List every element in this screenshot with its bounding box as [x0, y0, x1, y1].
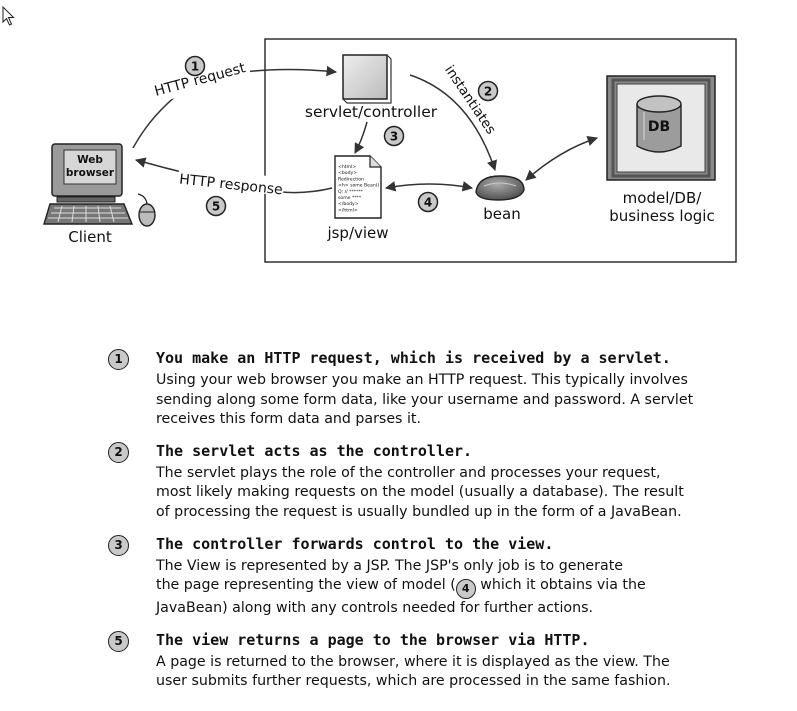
step-3-line-2-before: the page representing the view of model …: [156, 577, 456, 594]
steps-list: 1 You make an HTTP request, which is rec…: [108, 347, 748, 702]
inline-step-4-badge: 4: [455, 579, 476, 600]
step-1-line-1: Using your web browser you make an HTTP …: [156, 372, 688, 388]
step-2-line-3: of processing the request is usually bun…: [156, 503, 682, 520]
step-1-text: Using your web browser you make an HTTP …: [156, 371, 748, 430]
step-3-line-1: The View is represented by a JSP. The JS…: [156, 557, 623, 574]
step-3-number: 3: [108, 534, 129, 556]
step-5-title: The view returns a page to the browser v…: [156, 630, 590, 649]
step-2-line-1: The servlet plays the role of the contro…: [156, 464, 661, 481]
step-3-text: The View is represented by a JSP. The JS…: [156, 557, 748, 619]
db-label: DB: [648, 119, 670, 135]
server-frame: [264, 38, 737, 263]
step-1-line-2: sending along some form data, like your …: [156, 391, 694, 408]
jsp-code-line: </html>: [338, 207, 358, 213]
svg-text:3: 3: [390, 130, 398, 144]
step-3-line-3: JavaBean) along with any controls needed…: [156, 600, 593, 617]
jsp-code-line: Redirection: [338, 176, 364, 182]
step-3-line-2: the page representing the view of model …: [156, 576, 748, 600]
step-5-line-1: A page is returned to the browser, where…: [156, 653, 670, 670]
step-5: 5 The view returns a page to the browser…: [108, 629, 748, 692]
mvc-diagram: Web browser Client HTTP request 1 servle…: [43, 38, 737, 263]
jsp-document-icon: <html><body>Redirection<h> some Bean()Q:…: [334, 155, 382, 219]
jsp-code-line: <body>: [338, 170, 357, 176]
step-5-number: 5: [108, 630, 129, 652]
browser-label-browser: browser: [66, 167, 115, 179]
instantiates-arrow: [409, 74, 497, 171]
bean-model-arrow: [525, 135, 598, 181]
jsp-code-line: some ****: [338, 195, 362, 201]
database-icon: [636, 95, 682, 153]
step-2-line-2: most likely making requests on the model…: [156, 484, 684, 501]
step-1-line-3: receives this form data and parses it.: [156, 411, 421, 428]
servlet-icon: [342, 54, 392, 104]
step-3-line-2-after: which it obtains via the: [475, 577, 646, 594]
step-5-text: A page is returned to the browser, where…: [156, 653, 748, 692]
step-3-badge: 3: [383, 125, 405, 147]
step-2-text: The servlet plays the role of the contro…: [156, 464, 748, 523]
jsp-code-line: <html>: [338, 164, 356, 170]
jsp-code-line: Q: // ******: [338, 189, 364, 195]
step-5-line-2: user submits further requests, which are…: [156, 673, 671, 690]
jsp-code-line: <h> some Bean(): [338, 183, 380, 189]
svg-text:1: 1: [191, 60, 199, 74]
step-1-title: You make an HTTP request, which is recei…: [156, 349, 671, 367]
step-5-badge: 5: [205, 195, 227, 217]
model-db-box: [606, 75, 716, 181]
step-1-badge: 1: [184, 55, 206, 77]
jsp-bean-arrow: [384, 181, 474, 192]
step-4-badge: 4: [417, 191, 439, 213]
client-computer-icon: [43, 143, 156, 227]
step-2: 2 The servlet acts as the controller. Th…: [108, 440, 748, 523]
mouse-cursor-icon: [2, 6, 15, 26]
svg-text:2: 2: [484, 85, 492, 99]
svg-text:4: 4: [424, 196, 432, 210]
bean-icon: [475, 175, 525, 201]
model-label-line1: model/DB/: [623, 189, 703, 207]
jsp-code-line: </body>: [338, 201, 359, 207]
step-1: 1 You make an HTTP request, which is rec…: [108, 347, 748, 430]
client-label: Client: [68, 228, 112, 246]
jsp-label: jsp/view: [326, 224, 388, 242]
model-label-line2: business logic: [609, 207, 714, 225]
browser-label-web: Web: [77, 154, 103, 166]
step-2-title: The servlet acts as the controller.: [156, 441, 473, 460]
step-3: 3 The controller forwards control to the…: [108, 533, 748, 619]
servlet-to-jsp-arrow: [354, 121, 368, 154]
servlet-label: servlet/controller: [305, 103, 438, 121]
step-2-badge: 2: [477, 80, 499, 102]
step-1-number: 1: [108, 349, 129, 370]
svg-text:5: 5: [212, 200, 220, 214]
step-2-number: 2: [108, 441, 129, 463]
bean-label: bean: [483, 205, 520, 223]
step-3-title: The controller forwards control to the v…: [156, 534, 554, 553]
